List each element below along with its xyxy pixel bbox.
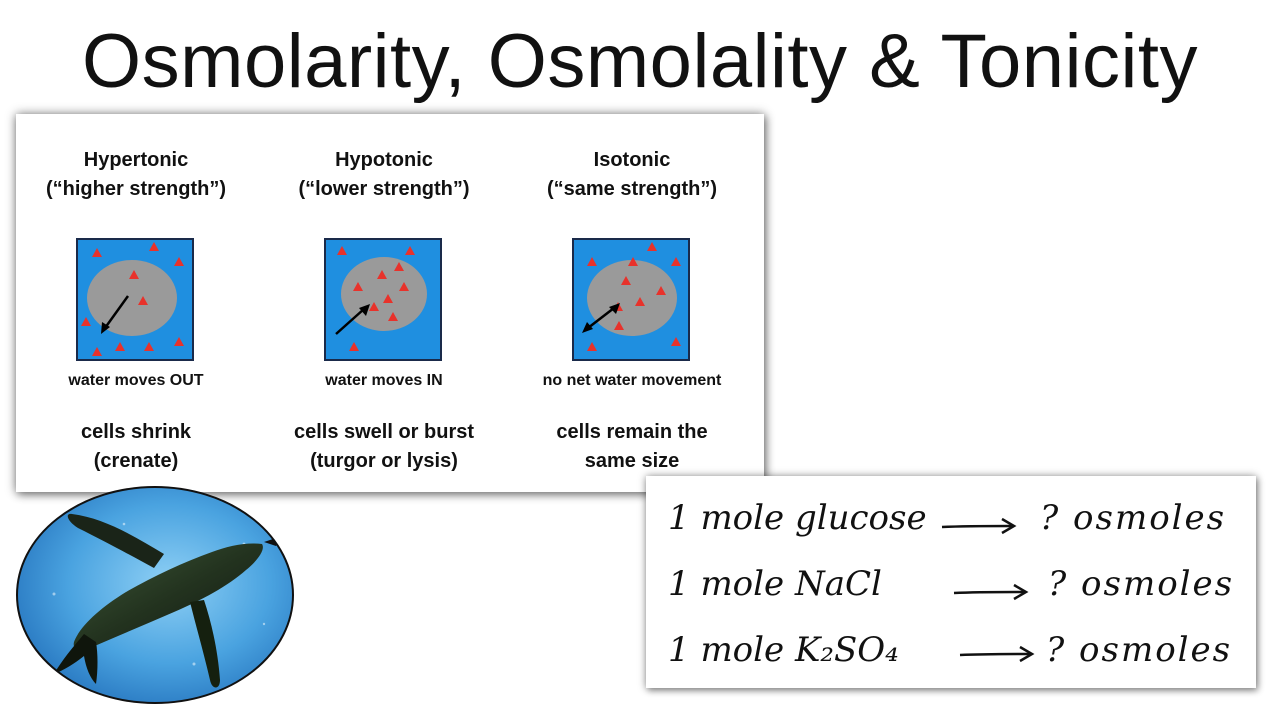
cell-body <box>587 260 677 336</box>
hypotonic-result-line1: cells swell or burst <box>293 421 475 443</box>
tonicity-panel: Hypertonic (“higher strength”) <box>16 114 764 492</box>
arrow-right-icon <box>953 583 1029 601</box>
cell-body <box>87 260 177 336</box>
solute-particles <box>587 242 681 351</box>
isotonic-result-line2: same size <box>584 450 680 472</box>
solute-particles <box>337 246 415 351</box>
hypotonic-title: Hypotonic <box>335 149 433 171</box>
hypotonic-subtitle: (“lower strength”) <box>298 178 470 200</box>
hypotonic-result-line2: (turgor or lysis) <box>310 450 458 472</box>
cell-body <box>341 257 427 331</box>
hypertonic-result-line1: cells shrink <box>80 421 192 443</box>
note-rhs: ? osmoles <box>1046 630 1233 670</box>
hypertonic-result: cells shrink (crenate) <box>16 418 256 476</box>
isotonic-heading: Isotonic (“same strength”) <box>512 146 752 204</box>
isotonic-result-line1: cells remain the <box>556 421 708 443</box>
hypotonic-cell-diagram <box>324 238 442 361</box>
note-lhs: 1 mole K₂SO₄ <box>668 630 899 670</box>
water-arrow-icon <box>335 304 370 335</box>
arrow-right-icon <box>941 517 1017 535</box>
isotonic-subtitle: (“same strength”) <box>546 178 718 200</box>
isotonic-cell-diagram <box>572 238 690 361</box>
hypertonic-title: Hypertonic <box>83 149 189 171</box>
note-line-nacl: 1 mole NaCl ? osmoles <box>668 560 1258 616</box>
hypertonic-subtitle: (“higher strength”) <box>46 178 226 200</box>
water-arrow-icon <box>101 295 130 334</box>
page-title: Osmolarity, Osmolality & Tonicity <box>82 19 1198 104</box>
note-line-k2so4: 1 mole K₂SO₄ ? osmoles <box>668 626 1258 682</box>
hypotonic-column: Hypotonic (“lower strength”) <box>264 114 504 492</box>
water-arrow-icon <box>582 303 620 333</box>
penguin-photo <box>16 486 294 704</box>
hypertonic-water-label: water moves OUT <box>68 372 204 389</box>
hypertonic-cell-diagram <box>76 238 194 361</box>
note-rhs: ? osmoles <box>1040 498 1227 538</box>
handwritten-notes: 1 mole glucose ? osmoles 1 mole NaCl ? o… <box>646 476 1256 688</box>
hypotonic-heading: Hypotonic (“lower strength”) <box>264 146 504 204</box>
isotonic-result: cells remain the same size <box>512 418 752 476</box>
note-lhs: 1 mole NaCl <box>668 564 882 604</box>
note-rhs: ? osmoles <box>1048 564 1235 604</box>
solute-particles <box>81 242 184 356</box>
hypertonic-column: Hypertonic (“higher strength”) <box>16 114 256 492</box>
hypotonic-water-label: water moves IN <box>325 372 443 389</box>
isotonic-column: Isotonic (“same strength”) <box>512 114 752 492</box>
note-line-glucose: 1 mole glucose ? osmoles <box>668 494 1258 550</box>
hypotonic-result: cells swell or burst (turgor or lysis) <box>264 418 504 476</box>
hypertonic-heading: Hypertonic (“higher strength”) <box>16 146 256 204</box>
isotonic-title: Isotonic <box>593 149 671 171</box>
note-lhs: 1 mole glucose <box>668 498 927 538</box>
hypertonic-result-line2: (crenate) <box>93 450 179 472</box>
isotonic-water-label: no net water movement <box>542 372 722 389</box>
arrow-right-icon <box>959 645 1035 663</box>
